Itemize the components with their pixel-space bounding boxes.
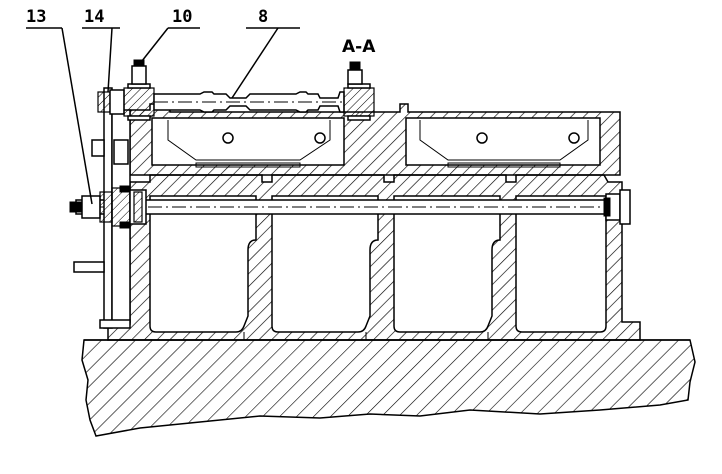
base-pocket-2 bbox=[271, 195, 379, 333]
upper-pocket-1 bbox=[151, 117, 345, 166]
foundation bbox=[81, 339, 696, 437]
callout-8: 8 bbox=[258, 7, 268, 27]
base-pocket-1 bbox=[149, 195, 257, 333]
leader-lines bbox=[26, 27, 300, 205]
bolt-hole bbox=[222, 132, 234, 144]
bolt-hole bbox=[568, 132, 580, 144]
base-pocket-3 bbox=[393, 195, 501, 333]
bolt-hole bbox=[476, 132, 488, 144]
callout-10: 10 bbox=[172, 7, 192, 27]
base-pocket-4 bbox=[515, 195, 607, 333]
bolt-hole bbox=[314, 132, 326, 144]
upper-pocket-2 bbox=[405, 117, 601, 166]
section-label: A-A bbox=[342, 37, 376, 57]
callout-14: 14 bbox=[84, 7, 104, 27]
callout-13: 13 bbox=[26, 7, 46, 27]
